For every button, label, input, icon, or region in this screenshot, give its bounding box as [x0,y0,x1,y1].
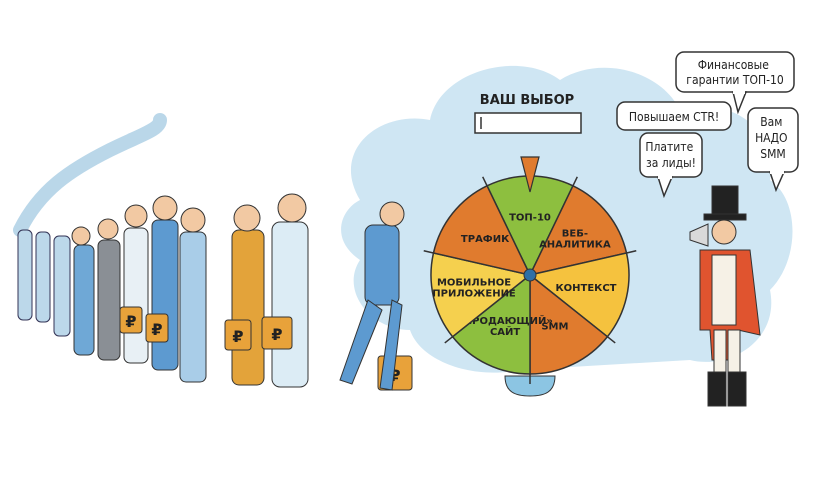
wheel-segment-label-line: МОБИЛЬНОЕ [437,277,511,288]
ruble-bag-3 [224,319,252,351]
bubble-text-line: за лиды! [646,156,696,170]
speech-bubble-ctr: Повышаем CTR! [616,101,732,131]
wheel-segment-label-line: АНАЛИТИКА [539,240,611,251]
wheel-pointer [520,156,540,193]
speech-bubble-finance-guarantee: Финансовые гарантии ТОП-10 [675,51,795,115]
man-spinning-wheel [339,201,405,391]
speech-bubble-need-smm: Вам НАДО SMM [747,107,799,193]
bubble-text-line: гарантии ТОП-10 [686,73,784,87]
showman-with-megaphone [689,185,761,407]
ruble-glyph: ₽ [232,327,243,346]
ruble-glyph: ₽ [389,366,400,385]
wheel-stand [504,375,556,397]
wheel-tick [626,250,637,254]
wheel-segment-label-line: «ПРОДАЮЩИЙ» [457,314,553,327]
bubble-text-line: НАДО [755,131,787,145]
wheel-segment-label-line: SMM [541,322,568,333]
svg-text:Платите за лиды!: Платите за лиды! [645,140,696,170]
wheel-segment-label-line: КОНТЕКСТ [555,283,616,294]
wheel-tick [606,336,616,344]
wheel-segment-label: ВЕБ-АНАЛИТИКА [539,229,611,251]
bubble-text-line: SMM [760,147,786,161]
board-title: ВАШ ВЫБОР [480,93,574,108]
wheel-segment[interactable] [451,273,531,375]
wheel-segment-label: «ПРОДАЮЩИЙ»САЙТ [457,314,553,338]
wheel-segment-label: SMM [541,322,568,333]
speech-bubble-pay-for-leads: Платите за лиды! [639,132,703,199]
ruble-glyph: ₽ [271,325,282,344]
wheel-segment-label: КОНТЕКСТ [555,283,616,294]
bubble-text-line: Платите [645,140,693,154]
bubble-text-line: Повышаем CTR! [629,110,719,124]
bubble-text-line: Финансовые [698,58,769,72]
wheel-tick [444,336,454,344]
wheel-segment[interactable] [528,252,630,338]
ruble-glyph: ₽ [125,312,136,331]
bubble-text-line: Вам [760,115,782,129]
ruble-glyph: ₽ [151,320,162,339]
wheel-segment[interactable] [432,184,532,277]
wheel-segment[interactable] [529,273,609,375]
wheel-segment[interactable] [430,252,532,338]
wheel-tick [572,176,578,187]
ruble-bag-4 [261,316,293,350]
svg-text:Финансовые гарантии ТОП-: Финансовые гарантии ТОП-10 [686,58,784,87]
board-input-field [474,112,582,134]
svg-text:Вам НАДО SMM: Вам НАДО SMM [755,115,791,161]
ruble-bag-2 [145,313,169,343]
wheel-tick [423,250,434,254]
wheel-segment-label-line: ПРИЛОЖЕНИЕ [432,288,516,299]
wheel-segment-label-line: ВЕБ- [562,229,588,240]
ruble-bag-1 [119,306,143,334]
wheel-segment-label-line: ТРАФИК [461,234,510,245]
wheel-tick [482,176,488,187]
wheel-segment-label: ТОП-10 [509,213,551,224]
wheel-segment-label-line: ТОП-10 [509,213,551,224]
wheel-segment-label: ТРАФИК [461,234,510,245]
svg-text:Повышаем CTR!: Повышаем CTR! [629,110,719,124]
wheel-segment-label-line: САЙТ [490,325,520,338]
wheel-segment[interactable] [528,184,628,277]
choice-board: ВАШ ВЫБОР [474,93,582,134]
wheel-hub [523,268,537,282]
